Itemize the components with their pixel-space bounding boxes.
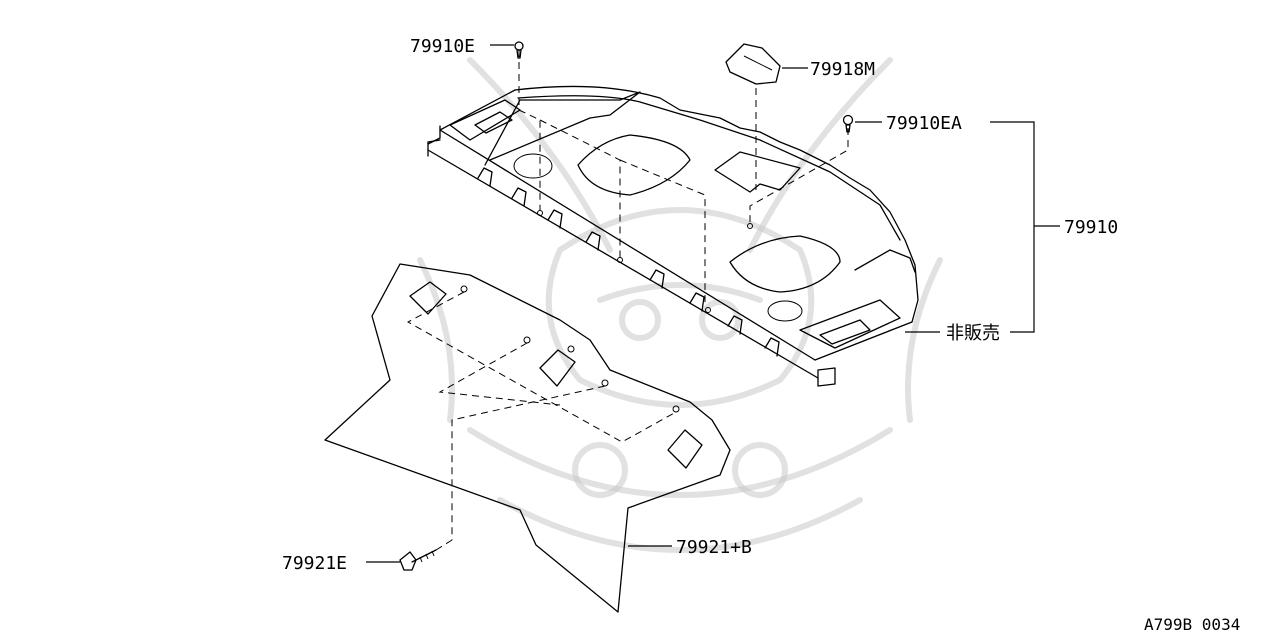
label-79910: 79910	[1064, 217, 1118, 238]
clip-79910EA	[842, 114, 854, 133]
clip-79921E	[399, 539, 453, 571]
clip-79910E	[514, 41, 524, 59]
label-79918M: 79918M	[810, 59, 875, 80]
label-79910E: 79910E	[410, 36, 475, 57]
label-79921B: 79921+B	[676, 537, 752, 558]
watermark-emblem	[417, 57, 943, 553]
label-not-for-sale: 非販売	[946, 323, 1000, 344]
cover-79918M	[725, 43, 781, 85]
leader-lines	[366, 44, 1060, 563]
assembly-lines-shelf	[518, 50, 849, 306]
label-79910EA: 79910EA	[886, 113, 962, 134]
label-79921E: 79921E	[282, 553, 347, 574]
parcel-shelf-79910	[427, 85, 919, 387]
insulator-79921B	[324, 263, 731, 613]
figure-code: A799B 0034	[1144, 615, 1240, 634]
